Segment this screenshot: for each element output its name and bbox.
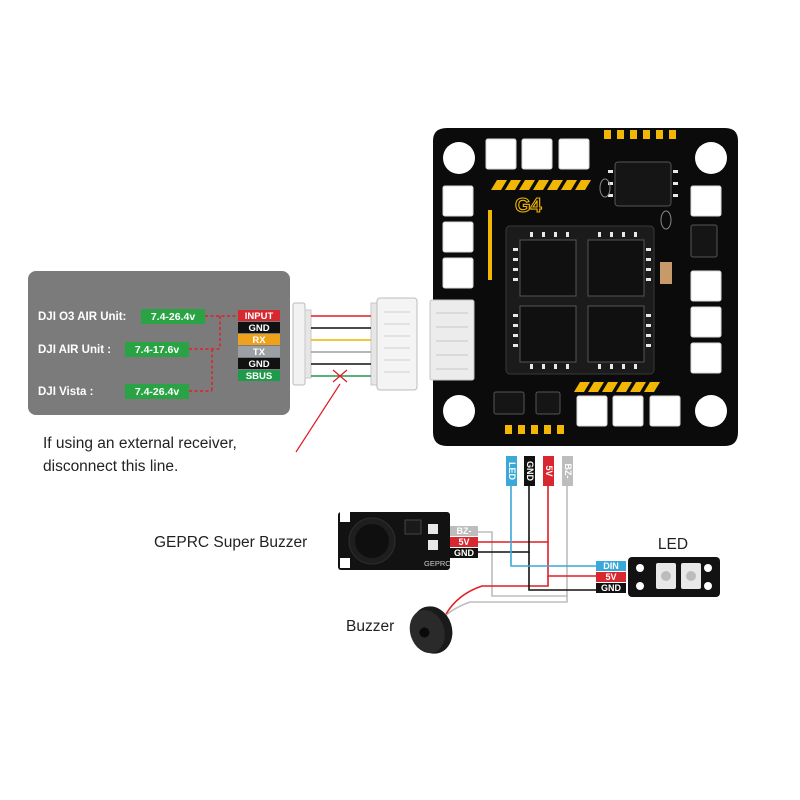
air-unit-voltage-badge: [125, 342, 189, 357]
hazard-stripes: [488, 180, 660, 392]
o3-voltage-badge: [141, 309, 205, 324]
super-buzzer-label: GEPRC Super Buzzer: [154, 534, 307, 551]
cut-mark-icon: [332, 369, 348, 383]
air-unit-cable: [292, 297, 418, 453]
wire-5v-buzzer: [445, 576, 549, 615]
pin-sbus-badge: [238, 370, 280, 381]
pin-gnd-label: GND: [248, 323, 269, 334]
flight-controller-board: G4: [429, 128, 738, 446]
wire-5v-led: [547, 542, 596, 577]
chip-3: [519, 305, 577, 363]
board-pad-labels: LED GND 5V BZ-: [506, 456, 573, 486]
upper-chip: [614, 161, 672, 207]
processor-chips: [513, 232, 672, 369]
led-label: LED: [658, 536, 688, 553]
super-buzzer-board-text: GEPRC: [424, 559, 451, 568]
wire-bz-to-buzzer: [439, 596, 568, 623]
pin-gnd2-label: GND: [248, 359, 269, 370]
wire-led-din: [510, 486, 596, 567]
super-pin-gnd-badge: [450, 548, 478, 558]
buzzer-label: Buzzer: [346, 618, 394, 635]
led-pin-din-badge: [596, 561, 626, 571]
mount-hole-bottom-left: [443, 395, 475, 427]
board-side-connector: [429, 299, 475, 381]
pad-bz-label: BZ-: [563, 464, 573, 479]
led-pin-5v-label: 5V: [605, 572, 616, 582]
pad-led-badge: [506, 456, 517, 486]
vista-voltage-badge: [125, 384, 189, 399]
o3-air-unit-label: DJI O3 AIR Unit:: [38, 311, 126, 323]
pad-gnd-badge: [524, 456, 535, 486]
buzzer-icon: [409, 606, 453, 654]
vista-voltage-text: 7.4-26.4v: [135, 386, 180, 398]
wire-bz: [476, 486, 568, 597]
pin-input-badge: [238, 310, 280, 321]
chip-1: [519, 239, 577, 297]
wire-gnd-led: [528, 552, 596, 591]
pin-rx-badge: [238, 334, 280, 345]
board-model-mark: G4: [515, 195, 543, 217]
led-pin-5v-badge: [596, 572, 626, 582]
super-pin-5v-badge: [450, 537, 478, 547]
pad-gnd-label: GND: [525, 461, 535, 482]
o3-voltage-text: 7.4-26.4v: [151, 311, 196, 323]
super-pin-bz-badge: [450, 526, 478, 536]
mount-hole-bottom-right: [695, 395, 727, 427]
bottom-wiring: [439, 486, 596, 623]
motor-pads: [442, 138, 722, 427]
pin-input-label: INPUT: [245, 311, 274, 322]
mounting-holes: [443, 142, 727, 427]
mount-hole-top-left: [443, 142, 475, 174]
bottom-small-chip: [493, 391, 525, 415]
super-buzzer-module: GEPRC Super Buzzer GEPRC BZ- 5V GND: [154, 512, 478, 570]
top-gold-pads: [604, 130, 676, 139]
pin-tx-badge: [238, 346, 280, 357]
bottom-gold-pads: [505, 425, 564, 434]
note-pointer-line: [295, 383, 341, 453]
pad-bz-badge: [562, 456, 573, 486]
pad-5v-label: 5V: [544, 465, 554, 476]
pad-5v-badge: [543, 456, 554, 486]
bottom-small-chip-2: [535, 391, 561, 415]
wire-5v-super: [476, 486, 549, 543]
pin-tx-label: TX: [253, 347, 266, 358]
vista-label: DJI Vista :: [38, 386, 93, 398]
note-line-2: disconnect this line.: [43, 458, 178, 475]
right-small-chip: [690, 224, 718, 258]
super-pin-gnd-label: GND: [454, 548, 475, 558]
led-pin-gnd-badge: [596, 583, 626, 593]
air-unit-pin-labels: INPUT GND RX TX GND SBUS: [238, 310, 280, 382]
component-tan: [660, 262, 672, 284]
chip-4: [587, 305, 645, 363]
voltage-dashed-connectors: [189, 315, 238, 392]
pin-gnd2-badge: [238, 358, 280, 369]
pad-led-label: LED: [507, 462, 517, 481]
left-jst-connector: [292, 302, 306, 386]
air-unit-panel: DJI O3 AIR Unit: 7.4-26.4v DJI AIR Unit …: [28, 271, 290, 415]
led-pin-gnd-label: GND: [601, 583, 622, 593]
pin-sbus-label: SBUS: [246, 371, 272, 382]
mount-hole-top-right: [695, 142, 727, 174]
super-pin-bz-label: BZ-: [457, 526, 472, 536]
pin-rx-label: RX: [252, 335, 266, 346]
pin-gnd-badge: [238, 322, 280, 333]
led-module: LED DIN 5V GND: [596, 536, 720, 597]
note-line-1: If using an external receiver,: [43, 435, 237, 452]
buzzer-component: Buzzer: [346, 606, 453, 654]
air-unit-voltage-text: 7.4-17.6v: [135, 344, 180, 356]
led-pin-din-label: DIN: [603, 561, 619, 571]
air-unit-label: DJI AIR Unit :: [38, 344, 111, 356]
right-jst-connector: [376, 297, 418, 391]
super-pin-5v-label: 5V: [458, 537, 469, 547]
chip-2: [587, 239, 645, 297]
